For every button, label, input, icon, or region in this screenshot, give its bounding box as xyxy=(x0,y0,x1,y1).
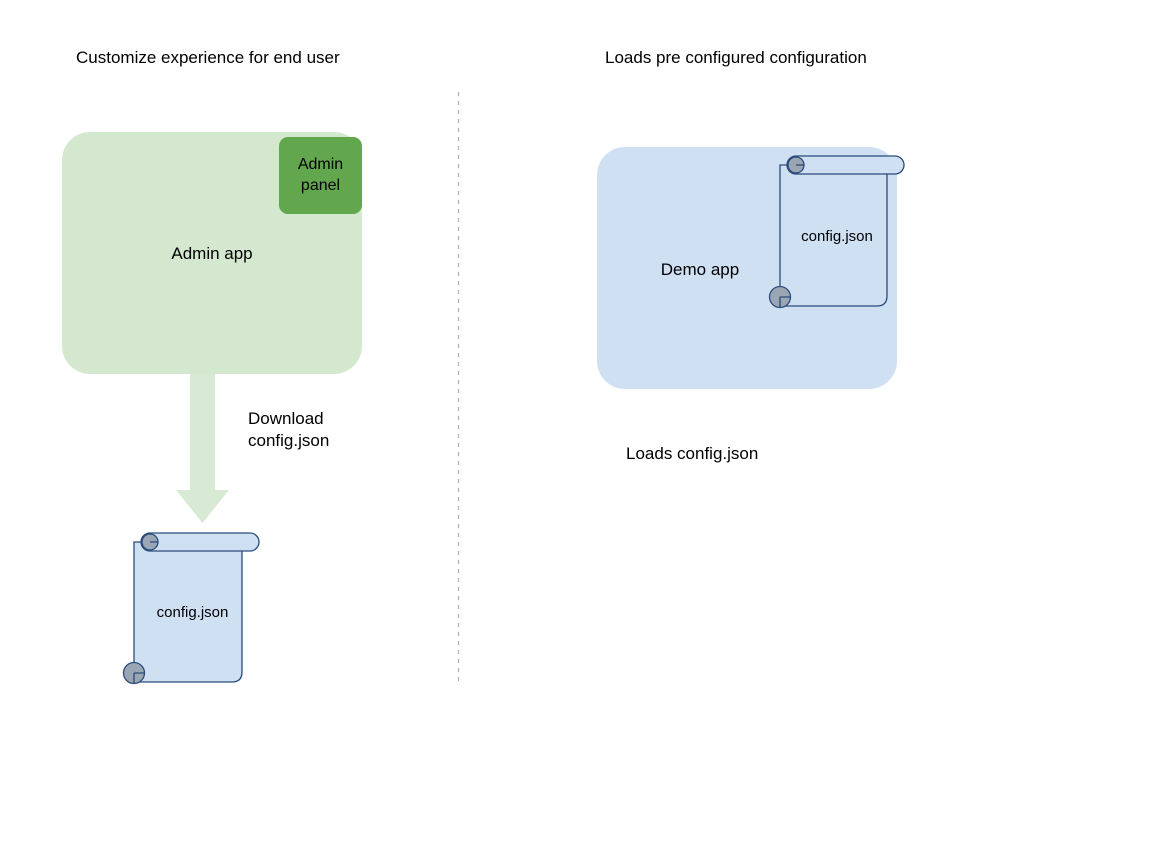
config-file-left-bottom-roll-notch xyxy=(133,672,144,683)
admin-panel-box[interactable] xyxy=(279,137,362,214)
config-file-right-body xyxy=(779,164,888,307)
admin-app-label: Admin app xyxy=(171,244,253,263)
demo-app-label: Demo app xyxy=(660,260,740,279)
config-file-right[interactable] xyxy=(768,155,905,309)
loads-config-caption: Loads config.json xyxy=(626,444,759,463)
config-file-left-body xyxy=(133,541,243,683)
download-arrow-label-line1: Download xyxy=(248,409,324,428)
config-file-left[interactable] xyxy=(122,532,260,685)
config-file-left-top-roll xyxy=(140,532,260,552)
config-file-left-label: config.json xyxy=(156,604,229,621)
config-file-right-top-roll xyxy=(786,155,905,175)
config-file-right-label: config.json xyxy=(801,228,873,245)
download-arrow xyxy=(176,374,229,523)
config-file-right-bottom-roll-notch xyxy=(779,296,790,307)
download-arrow-label-line2: config.json xyxy=(248,431,330,451)
download-arrow-label: Download config.json xyxy=(248,408,329,453)
section-title-right: Loads pre configured configuration xyxy=(605,48,867,67)
section-title-left: Customize experience for end user xyxy=(76,48,340,67)
admin-panel-label: Admin panel xyxy=(297,156,344,195)
